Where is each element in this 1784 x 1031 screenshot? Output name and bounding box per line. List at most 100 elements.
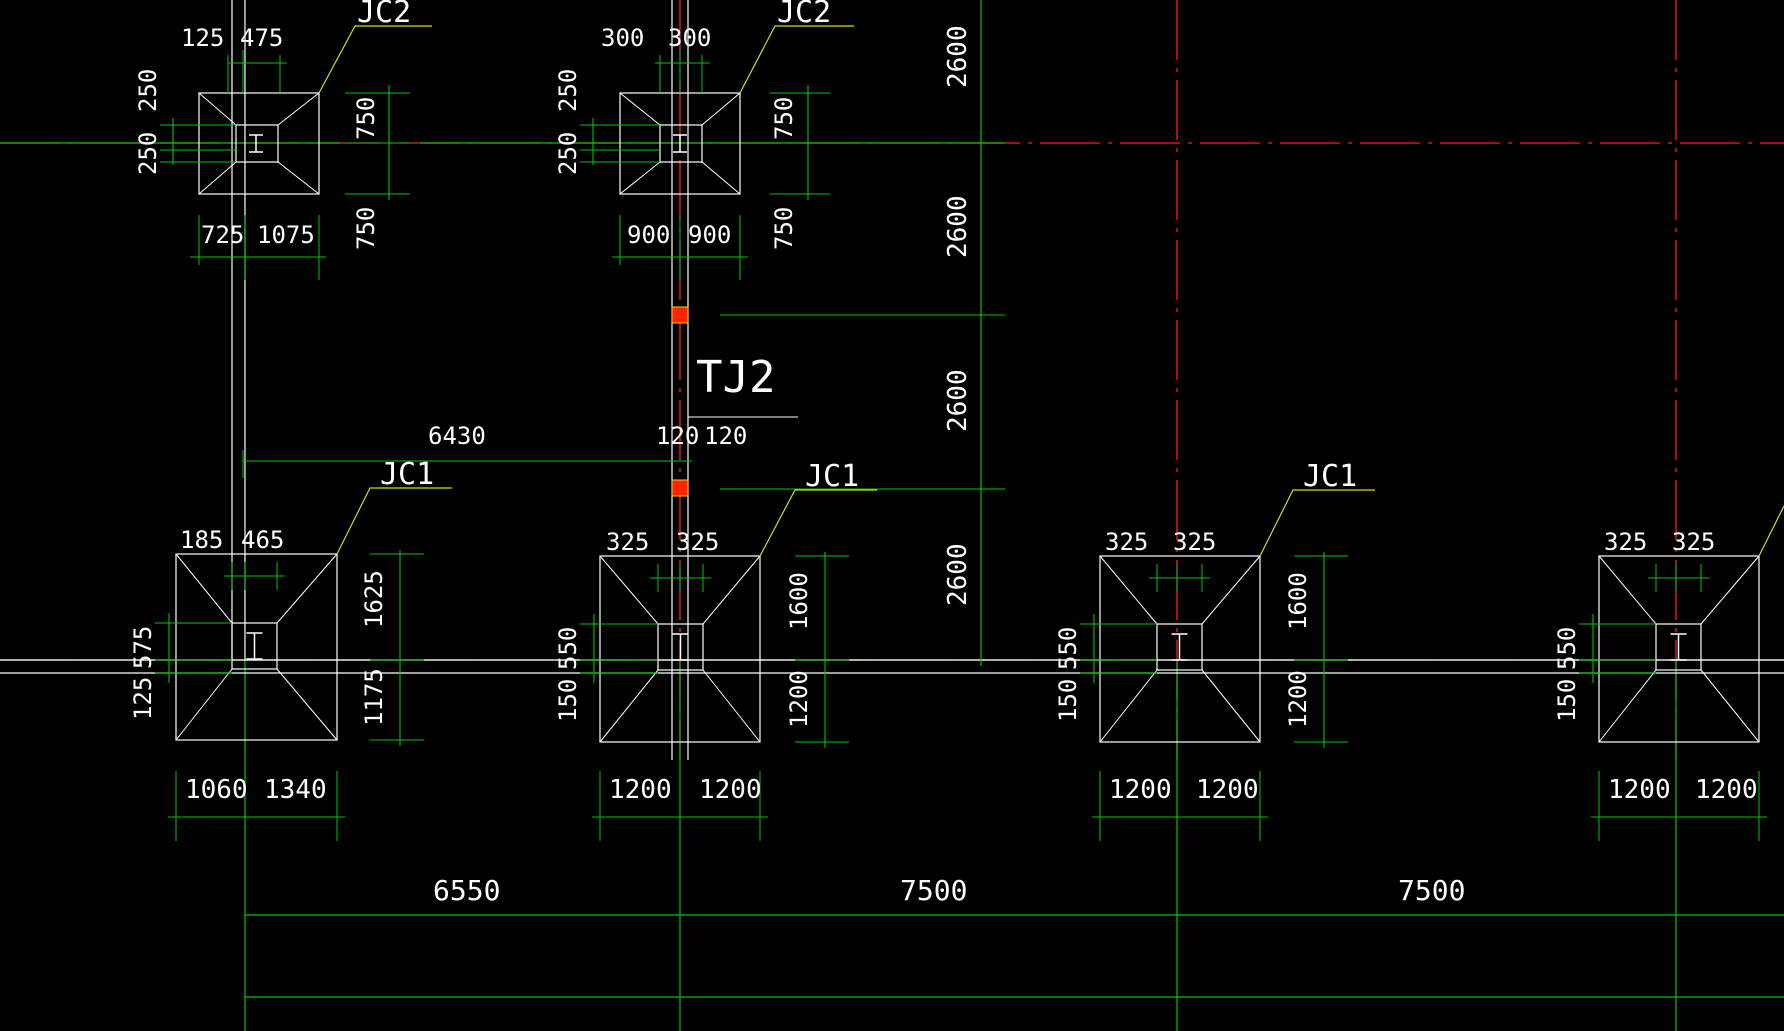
dim-text: 1600 [1284,572,1312,630]
dim-text: 2600 [943,25,973,88]
column-pedestal [659,124,703,163]
footing-jc2-1[interactable]: JC2 125 475 250 250 750 750 725 1075 [134,0,432,280]
slope-line [198,161,237,195]
dim-text: 325 [1105,528,1148,556]
dim-text: 475 [240,24,283,52]
dim-text: 250 [134,132,162,175]
slope-line [277,161,320,195]
steel-column-icon [673,134,687,153]
dim-text: 1060 [185,775,248,805]
dim-text: 2600 [943,369,973,432]
dim-text: 2600 [943,195,973,258]
label-leader [336,487,452,555]
slope-line [1201,669,1261,743]
label-leader [739,25,854,94]
slope-line [175,553,233,624]
footing-outline [1099,555,1261,743]
slope-line [1201,555,1261,625]
slope-line [277,92,320,126]
dim-text: 300 [601,24,644,52]
column-pedestal [1156,623,1203,671]
dim-text: 325 [1672,528,1715,556]
grid-spacing-text: 7500 [900,874,967,907]
grid-spacing-text: 7500 [1398,874,1465,907]
dim-text: 750 [770,97,798,140]
footing-jc1-1[interactable]: JC1 185 465 575 125 1625 1175 1060 1340 [129,457,452,841]
slope-line [701,92,741,126]
dim-text: 750 [770,207,798,250]
steel-column-icon [246,632,263,660]
slope-line [1598,669,1657,743]
slope-line [1598,555,1657,625]
dim-text: 150 [1054,679,1082,722]
dim-text: 1200 [1608,775,1671,805]
dim-text: 1200 [785,670,813,728]
slope-line [1099,669,1158,743]
grip-marker[interactable] [671,479,689,497]
dim-text: 750 [352,97,380,140]
column-pedestal [1655,623,1702,671]
dim-text: 150 [1553,679,1581,722]
dim-text: 1625 [360,570,388,628]
dim-text: 1200 [699,775,762,805]
dim-text: 900 [627,221,670,249]
footing-jc2-2[interactable]: JC2 300 300 250 250 750 750 900 900 [554,0,854,280]
dim-text: 325 [676,528,719,556]
slope-line [701,161,741,195]
slope-line [175,668,233,741]
footing-outline [198,92,320,195]
dim-text: 1075 [257,221,315,249]
dim-text: 1340 [264,775,327,805]
footing-label: JC1 [380,457,434,492]
slope-line [198,92,237,126]
strip-footing-tj2[interactable]: TJ2 6430 120 120 [242,306,798,497]
dim-text: 465 [241,526,284,554]
footing-label: JC2 [357,0,411,30]
column-pedestal [657,623,704,671]
dim-text: 300 [668,24,711,52]
dim-text: 550 [1054,627,1082,670]
dim-text: 325 [1173,528,1216,556]
dim-text: 550 [1553,627,1581,670]
footing-outline [1598,555,1760,743]
column-pedestal [235,124,279,163]
vertical-dimension-chain: 2600 2600 2600 2600 [720,0,1005,666]
footing-label: JC1 [805,459,859,494]
footing-label: JC2 [777,0,831,30]
dim-text: 250 [554,132,582,175]
dim-text: 1200 [1284,670,1312,728]
label-leader [1259,489,1375,557]
dim-text: 1200 [1196,775,1259,805]
dim-text: 575 [129,626,157,669]
dim-text: 125 [181,24,224,52]
slope-line [702,669,761,743]
strip-footing-label: TJ2 [696,352,775,403]
dim-text: 750 [352,207,380,250]
dim-text: 250 [554,69,582,112]
grip-marker[interactable] [671,306,689,324]
dim-text: 150 [554,679,582,722]
slope-line [1700,669,1760,743]
dim-text: 325 [1604,528,1647,556]
dim-text: 325 [606,528,649,556]
dim-text: 1600 [785,572,813,630]
dim-text: 120 [704,422,747,450]
slope-line [276,553,338,624]
dim-text: 185 [180,526,223,554]
steel-column-icon [249,134,263,153]
slope-line [1700,555,1760,625]
dim-text: 125 [129,677,157,720]
dim-text: 1175 [360,668,388,726]
slope-line [1099,555,1158,625]
slope-line [619,92,661,126]
dim-text: 250 [134,69,162,112]
slope-line [619,161,661,195]
slope-line [702,555,761,625]
bottom-footings[interactable]: JC1 185 465 575 125 1625 1175 1060 1340 JC1 325 325… [129,457,1784,841]
